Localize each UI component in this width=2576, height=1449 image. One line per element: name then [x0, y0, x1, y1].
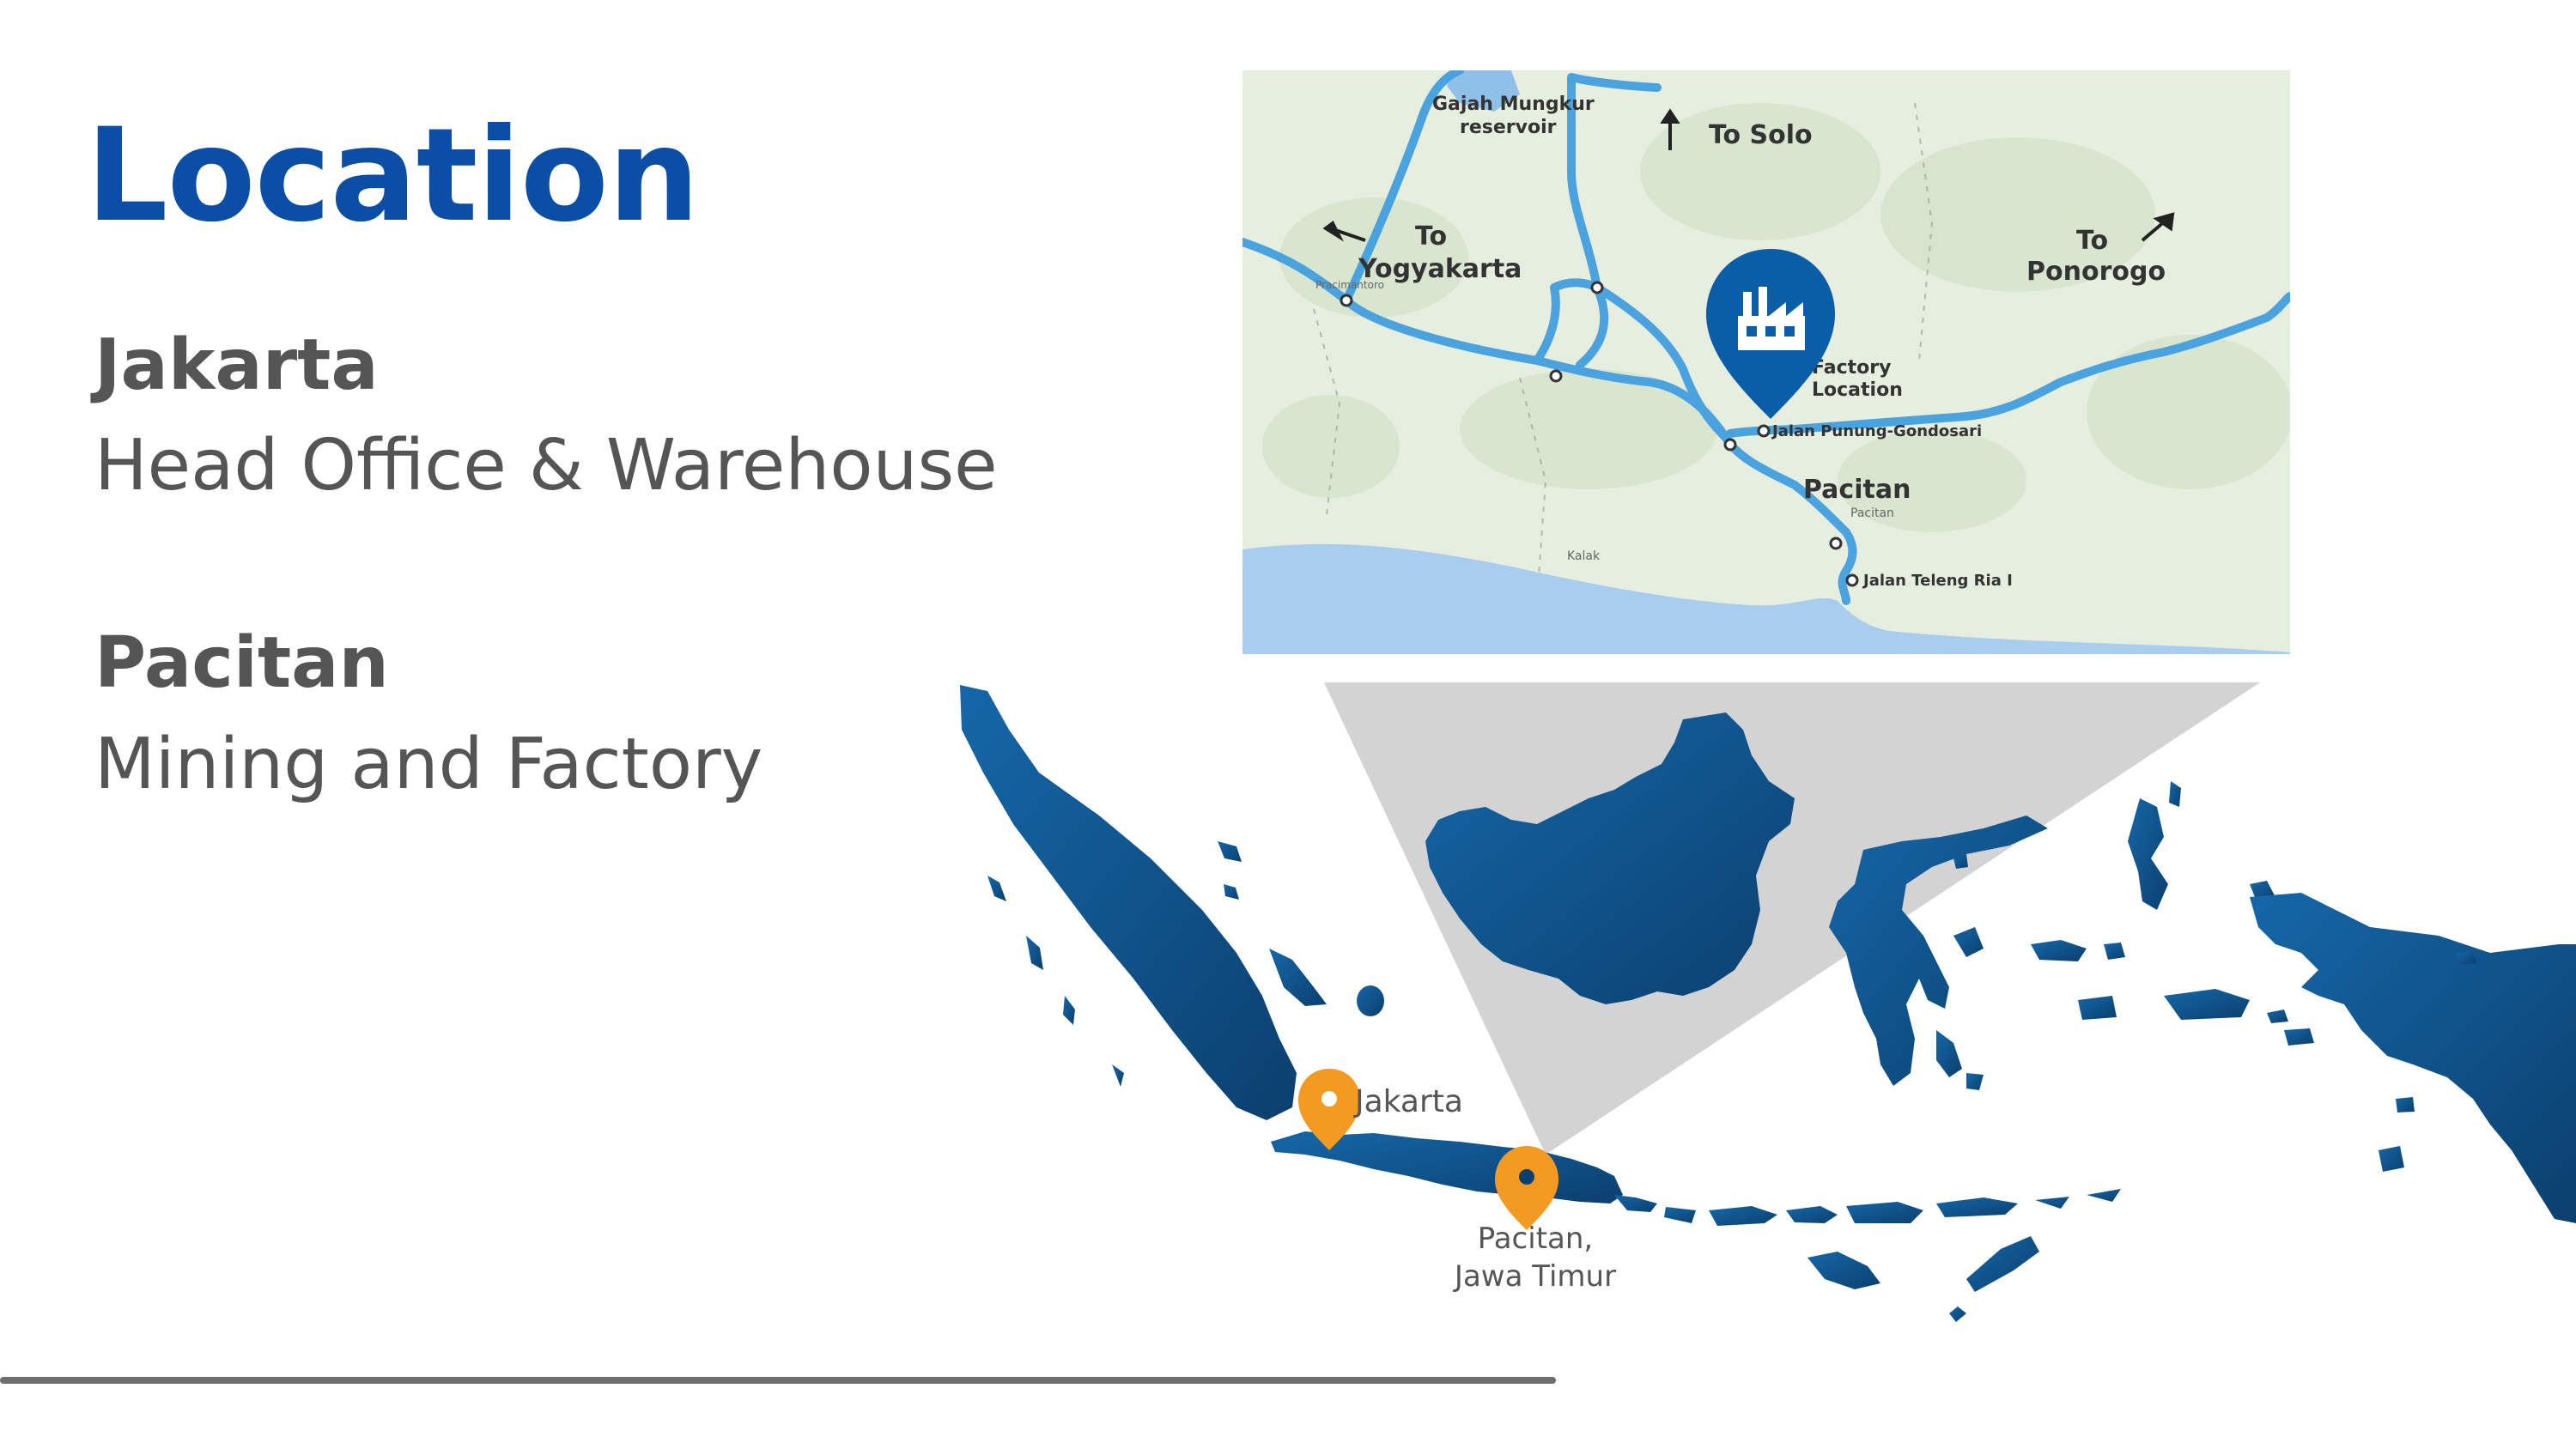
location-jakarta-description: Head Office & Warehouse [94, 425, 998, 506]
label-road-punung: Jalan Punung-Gondosari [1771, 422, 1982, 440]
label-reservoir-line1: Gajah Mungkur [1432, 94, 1595, 115]
island-sumatra [960, 685, 1297, 1120]
label-kalak: Kalak [1567, 549, 1601, 563]
label-factory-line2: Location [1812, 379, 1903, 401]
indonesia-archipelago [960, 685, 2576, 1322]
marker-pacitan-label-line2: Jawa Timur [1453, 1259, 1616, 1294]
location-pacitan-description: Mining and Factory [94, 724, 763, 805]
marker-pacitan-label-line1: Pacitan, [1478, 1222, 1593, 1256]
factory-icon [1738, 287, 1805, 350]
map-pin-icon [1495, 1146, 1558, 1230]
label-to-yogyakarta-line1: To [1415, 221, 1447, 252]
label-to-solo: To Solo [1709, 120, 1813, 150]
zoom-wedge [1324, 682, 2260, 1155]
label-road-teleng: Jalan Teleng Ria I [1862, 572, 2013, 590]
factory-location-pin [1706, 249, 1835, 419]
page-title: Location [86, 101, 700, 251]
label-to-ponorogo-line1: To [2076, 226, 2108, 256]
island-sulawesi [1829, 815, 2048, 1086]
location-pacitan-name: Pacitan [94, 622, 389, 704]
reservoir-water [1447, 70, 1520, 112]
marker-pacitan: Pacitan, Jawa Timur [1453, 1146, 1616, 1294]
island-borneo [1425, 712, 1795, 1004]
label-reservoir-line2: reservoir [1460, 117, 1557, 138]
inset-road-map: Gajah Mungkur reservoir To Solo To Yogya… [1242, 70, 2290, 654]
marker-jakarta-label: Jakarta [1353, 1084, 1463, 1119]
location-jakarta-name: Jakarta [94, 324, 379, 406]
label-factory-line1: Factory [1812, 357, 1891, 379]
map-pin-icon [1298, 1069, 1360, 1150]
island-papua [2250, 893, 2576, 1223]
bottom-divider [0, 1377, 1556, 1384]
label-to-ponorogo-line2: Ponorogo [2026, 257, 2166, 287]
label-pracimantoro: Pracimantoro [1315, 279, 1384, 291]
marker-jakarta: Jakarta [1298, 1069, 1463, 1150]
label-pacitan-town: Pacitan [1803, 475, 1911, 505]
inset-map-sea [1242, 543, 2290, 654]
label-pacitan-small: Pacitan [1850, 506, 1894, 520]
label-to-yogyakarta-line2: Yogyakarta [1358, 254, 1522, 284]
